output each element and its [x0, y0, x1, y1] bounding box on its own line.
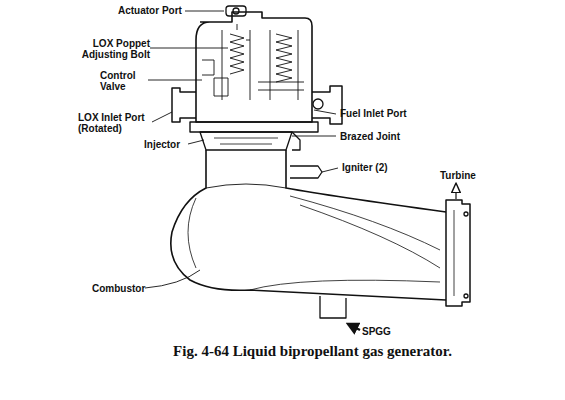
part-label: Turbine	[440, 170, 476, 181]
figure-caption: Fig. 4-64 Liquid bipropellant gas genera…	[173, 343, 452, 360]
part-label: Injector	[144, 139, 180, 150]
part-label: LOX Poppet Adjusting Bolt	[76, 38, 150, 60]
part-label: Igniter (2)	[342, 162, 388, 173]
part-label: SPGG	[362, 326, 391, 337]
part-label: LOX Inlet Port (Rotated)	[78, 112, 152, 134]
part-label: Combustor	[92, 283, 145, 294]
part-label: Fuel Inlet Port	[340, 108, 407, 119]
part-label: Brazed Joint	[340, 131, 400, 142]
part-label: Control Valve	[100, 70, 146, 92]
part-label: Actuator Port	[118, 5, 182, 16]
